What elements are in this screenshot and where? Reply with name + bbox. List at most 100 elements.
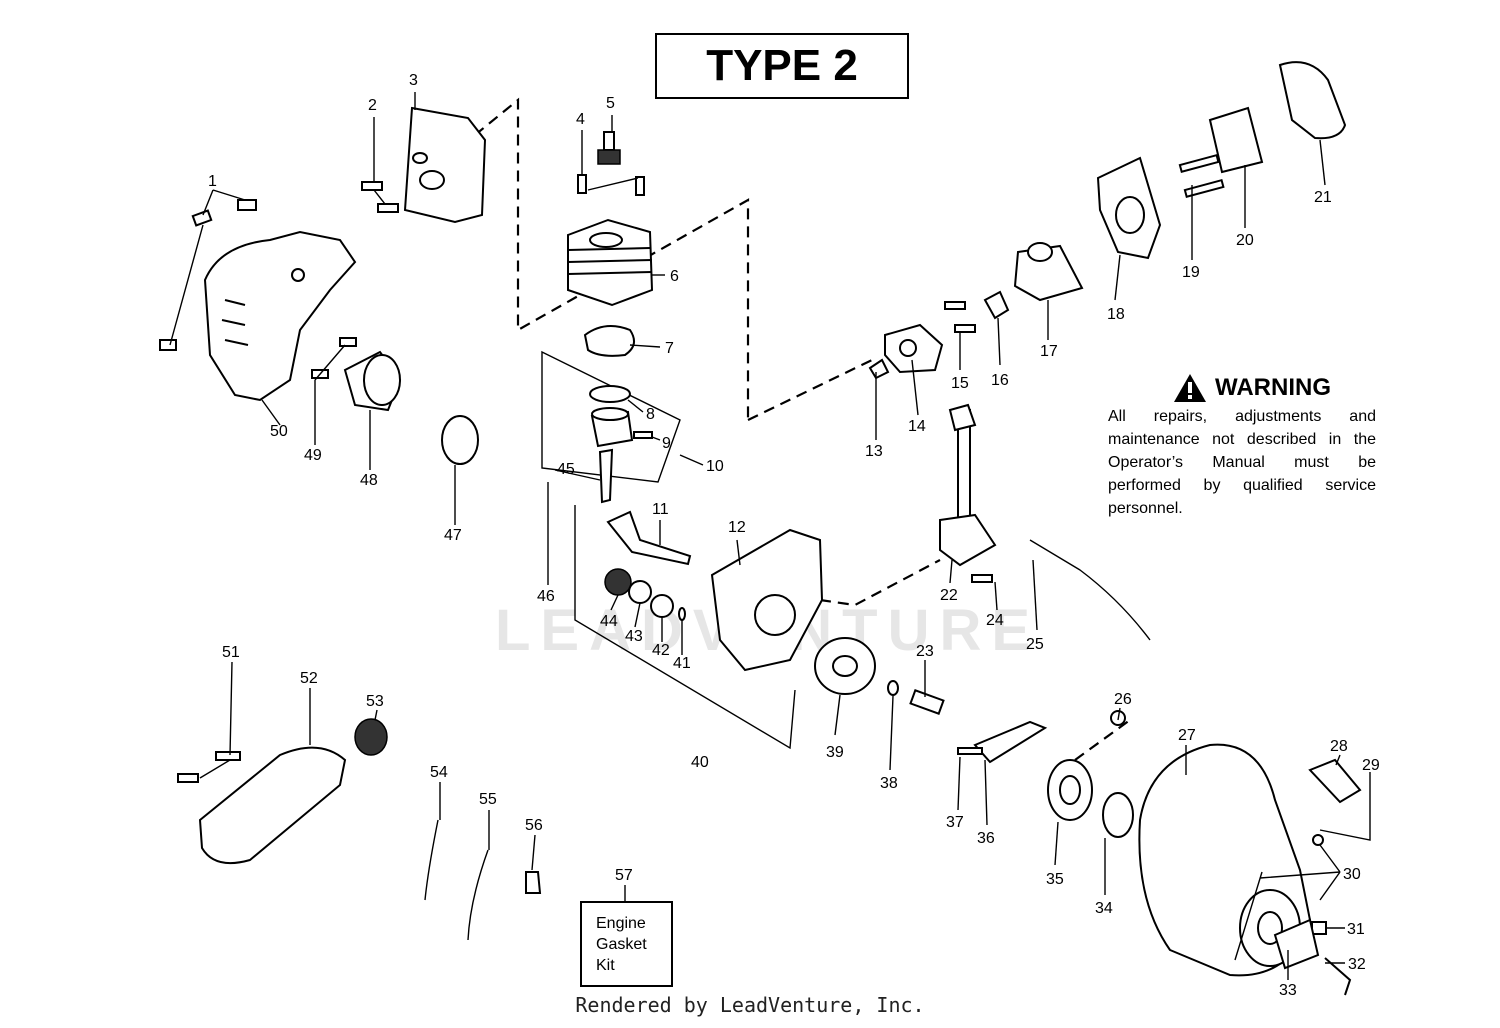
callout-16: 16 [991,372,1009,389]
callout-9: 9 [662,435,671,452]
callout-17: 17 [1040,343,1058,360]
part-9-pin [633,431,653,439]
callout-51: 51 [222,644,240,661]
callout-56: 56 [525,817,543,834]
callout-41: 41 [673,655,691,672]
callout-34: 34 [1095,900,1113,917]
callout-11: 11 [652,501,669,518]
callout-10: 10 [706,458,724,475]
callout-48: 48 [360,472,378,489]
warning-text: All repairs, adjustments and maintenance… [1108,408,1376,517]
part-21-air-filter-cover [1278,61,1347,140]
callout-numbers: 1 2 3 4 5 6 7 8 9 10 11 12 13 14 15 16 1… [208,72,1380,999]
part-3-muffler [403,106,487,224]
part-42-seal [650,594,674,618]
callout-18: 18 [1107,306,1125,323]
callout-4: 4 [576,111,585,128]
callout-44: 44 [600,613,618,630]
part-49-screw-b [339,337,357,347]
callout-35: 35 [1046,871,1064,888]
callout-32: 32 [1348,956,1366,973]
callout-6: 6 [670,268,679,285]
part-18-air-box [1096,156,1162,260]
kit-line-1: Engine [596,915,646,932]
part-54-fuel-line [424,819,439,901]
callout-26: 26 [1114,691,1132,708]
callout-45: 45 [557,461,575,478]
part-15-screw [944,301,966,310]
callout-21: 21 [1314,189,1332,206]
callout-43: 43 [625,628,643,645]
part-14-intake-manifold [884,323,944,374]
part-8-piston-ring [589,385,631,403]
part-6-cylinder [567,218,654,307]
callout-30: 30 [1343,866,1361,883]
callout-40: 40 [691,754,709,771]
callout-22: 22 [940,587,958,604]
callout-47: 47 [444,527,462,544]
group-brackets [541,350,796,750]
callout-25: 25 [1026,636,1044,653]
callout-2: 2 [368,97,377,114]
part-2-screws [361,181,399,213]
footer-credit: Rendered by LeadVenture, Inc. [575,993,925,1017]
part-13-gasket [868,358,890,380]
engine-gasket-kit-box: Engine Gasket Kit [580,901,673,987]
part-1-screws [159,199,257,351]
part-56-fitting [525,871,542,894]
part-35-pulley [1047,759,1093,821]
callout-53: 53 [366,693,384,710]
callout-19: 19 [1182,264,1200,281]
warning-heading: WARNING [1215,374,1331,401]
callout-12: 12 [728,519,746,536]
leader-lines [169,92,1371,980]
part-51-screws [215,751,241,761]
part-31-spring [1311,921,1327,935]
part-38-washer [887,680,899,696]
part-50-engine-shroud [203,230,357,402]
callout-31: 31 [1347,921,1365,938]
warning-notice: WARNING All repairs, adjustments and mai… [1108,373,1376,520]
part-33-recoil-assembly [1239,889,1320,970]
part-19-bolts [1178,153,1225,199]
part-23-spacer [909,689,945,715]
callout-3: 3 [409,72,418,89]
part-34-washer [1102,792,1134,838]
callout-36: 36 [977,830,995,847]
part-4-screws [577,174,645,196]
part-51-screws-b [177,773,199,783]
callout-14: 14 [908,418,926,435]
callout-13: 13 [865,443,883,460]
callout-27: 27 [1178,727,1196,744]
part-41-clip [678,607,686,621]
part-16-gasket [983,290,1010,320]
part-39-flywheel [814,637,876,695]
callout-5: 5 [606,95,615,112]
part-20-air-filter [1208,106,1264,174]
callout-55: 55 [479,791,497,808]
part-55-fuel-line [467,849,489,941]
part-48-air-filter-housing [343,350,402,412]
part-22-ignition-module [939,403,997,567]
part-44-bearing [604,568,632,596]
type-title: TYPE 2 [655,33,909,99]
callout-7: 7 [665,340,674,357]
callout-24: 24 [986,612,1004,629]
part-5-spark-plug [597,131,621,165]
part-17-carburetor [1013,242,1084,302]
callout-54: 54 [430,764,448,781]
part-32-rope [1324,957,1352,996]
callout-42: 42 [652,642,670,659]
callout-38: 38 [880,775,898,792]
callout-8: 8 [646,406,655,423]
assembly-dashed-lines [474,97,1131,761]
callout-33: 33 [1279,982,1297,999]
callout-1: 1 [208,173,217,190]
callout-57: 57 [615,867,633,884]
part-11-crankshaft [606,510,692,566]
part-37-screw [957,747,983,755]
part-10-piston [590,407,634,448]
callout-52: 52 [300,670,318,687]
part-7-gasket [583,325,635,357]
